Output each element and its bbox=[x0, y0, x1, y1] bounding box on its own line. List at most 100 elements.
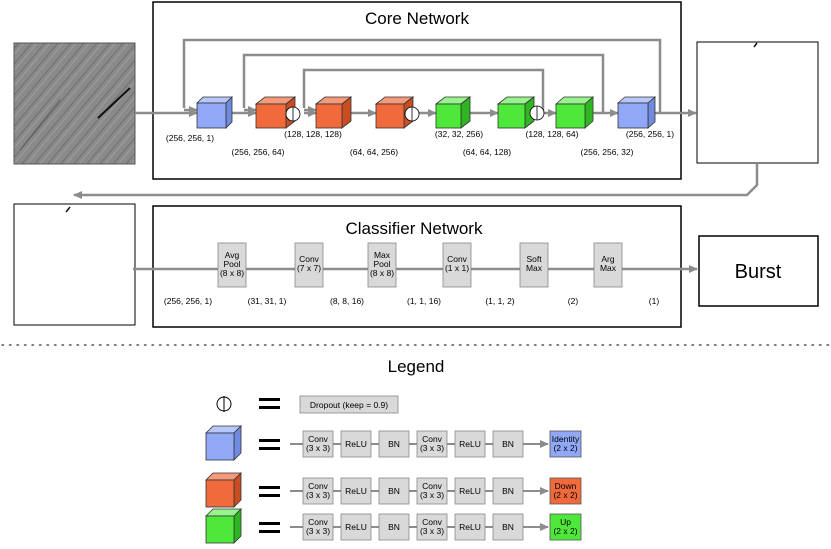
equals-sign bbox=[259, 522, 280, 533]
up-block-3 bbox=[554, 96, 595, 129]
core-label-top-2: (128, 128, 128) bbox=[284, 129, 342, 139]
legend-output-text: (2 x 2) bbox=[553, 526, 577, 536]
identity-block-2 bbox=[616, 96, 657, 129]
down-block-1 bbox=[254, 96, 301, 129]
down-block-2 bbox=[314, 96, 353, 129]
classifier-block-text: Pool bbox=[223, 259, 240, 269]
classifier-block-text: Soft bbox=[526, 254, 542, 264]
core-label-bottom-1: (256, 256, 64) bbox=[232, 147, 285, 157]
up-output-block: Up(2 x 2) bbox=[549, 513, 582, 541]
legend-op-text: (3 x 3) bbox=[306, 443, 330, 453]
legend-op-text: Conv bbox=[308, 434, 329, 444]
dropout-label: Dropout (keep = 0.9) bbox=[310, 400, 388, 410]
identity-cube-icon bbox=[205, 425, 242, 461]
legend-op-text: BN bbox=[502, 486, 514, 496]
legend-op-text: ReLU bbox=[345, 439, 367, 449]
classifier-block-4: Conv(1 x 1) bbox=[442, 242, 472, 288]
legend-op-block: BN bbox=[378, 430, 410, 458]
legend-op-block: ReLU bbox=[454, 430, 486, 458]
legend-op-text: (3 x 3) bbox=[420, 490, 444, 500]
legend-output-text: (2 x 2) bbox=[553, 490, 577, 500]
core-label-top-4: (128, 128, 64) bbox=[526, 129, 579, 139]
legend-op-block: Conv(3 x 3) bbox=[302, 477, 334, 505]
dropout-icon bbox=[216, 396, 232, 412]
classifier-shape-1: (256, 256, 1) bbox=[164, 296, 212, 306]
legend-op-text: ReLU bbox=[345, 486, 367, 496]
core-label-bottom-3: (64, 64, 128) bbox=[463, 147, 511, 157]
legend-op-text: BN bbox=[502, 439, 514, 449]
classifier-network-title: Classifier Network bbox=[346, 219, 483, 238]
legend-op-block: Conv(3 x 3) bbox=[416, 430, 448, 458]
skip-connections bbox=[182, 38, 662, 108]
classifier-block-text: Max bbox=[526, 263, 543, 273]
legend-op-block: BN bbox=[492, 477, 524, 505]
classifier-shapes: (256, 256, 1) (31, 31, 1) (8, 8, 16) (1,… bbox=[164, 296, 659, 306]
legend-op-text: Conv bbox=[308, 481, 329, 491]
classifier-network-box bbox=[152, 205, 682, 328]
classifier-shape-4: (1, 1, 16) bbox=[407, 296, 441, 306]
classifier-block-text: (8 x 8) bbox=[370, 268, 394, 278]
classifier-block-text: Max bbox=[374, 250, 391, 260]
legend-op-text: BN bbox=[388, 522, 400, 532]
down-output-block: Down(2 x 2) bbox=[549, 477, 582, 505]
legend-op-block: ReLU bbox=[454, 513, 486, 541]
core-network-title: Core Network bbox=[365, 9, 469, 28]
burst-label: Burst bbox=[735, 261, 782, 283]
classifier-shape-5: (1, 1, 2) bbox=[485, 296, 514, 306]
dropout-box: Dropout (keep = 0.9) bbox=[299, 395, 399, 414]
legend-op-text: (3 x 3) bbox=[420, 526, 444, 536]
classifier-shape-7: (1) bbox=[649, 296, 660, 306]
classifier-block-text: Max bbox=[600, 263, 617, 273]
classifier-block-text: (1 x 1) bbox=[445, 263, 469, 273]
legend-op-block: BN bbox=[378, 513, 410, 541]
legend-op-text: (3 x 3) bbox=[306, 490, 330, 500]
classifier-block-text: Pool bbox=[373, 259, 390, 269]
legend-op-text: (3 x 3) bbox=[420, 443, 444, 453]
legend-op-text: ReLU bbox=[459, 439, 481, 449]
legend-output-text: Down bbox=[555, 481, 577, 491]
up-block-1 bbox=[434, 96, 472, 129]
equals-sign bbox=[259, 439, 280, 450]
classifier-block-text: Avg bbox=[225, 250, 240, 260]
classifier-block-text: (8 x 8) bbox=[220, 268, 244, 278]
up-block-2 bbox=[496, 96, 545, 129]
legend-op-text: BN bbox=[502, 522, 514, 532]
core-label-top-1: (256, 256, 1) bbox=[166, 133, 214, 143]
core-label-top-5: (256, 256, 1) bbox=[626, 129, 674, 139]
legend-output-text: Up bbox=[560, 517, 571, 527]
equals-sign bbox=[259, 486, 280, 497]
core-network-box bbox=[152, 1, 682, 180]
classifier-block-text: Arg bbox=[601, 254, 615, 264]
input-image bbox=[13, 42, 136, 165]
legend-op-text: BN bbox=[388, 439, 400, 449]
legend-op-block: ReLU bbox=[454, 477, 486, 505]
legend-op-text: ReLU bbox=[459, 522, 481, 532]
legend-op-text: Conv bbox=[308, 517, 329, 527]
legend-op-block: ReLU bbox=[340, 477, 372, 505]
classifier-shape-2: (31, 31, 1) bbox=[248, 296, 287, 306]
equals-sign bbox=[259, 398, 280, 409]
core-blocks bbox=[196, 96, 657, 129]
legend-op-block: Conv(3 x 3) bbox=[302, 430, 334, 458]
classifier-block-2: Conv(7 x 7) bbox=[294, 242, 324, 288]
up-cube-icon bbox=[205, 508, 242, 544]
legend-op-block: ReLU bbox=[340, 513, 372, 541]
core-label-top-3: (32, 32, 256) bbox=[435, 129, 483, 139]
classifier-block-text: (7 x 7) bbox=[297, 263, 321, 273]
legend-op-text: Conv bbox=[422, 481, 443, 491]
legend-op-text: ReLU bbox=[345, 522, 367, 532]
legend-op-block: Conv(3 x 3) bbox=[416, 513, 448, 541]
down-block-3 bbox=[374, 96, 420, 129]
legend-op-text: (3 x 3) bbox=[306, 526, 330, 536]
burst-output: Burst bbox=[698, 235, 819, 307]
